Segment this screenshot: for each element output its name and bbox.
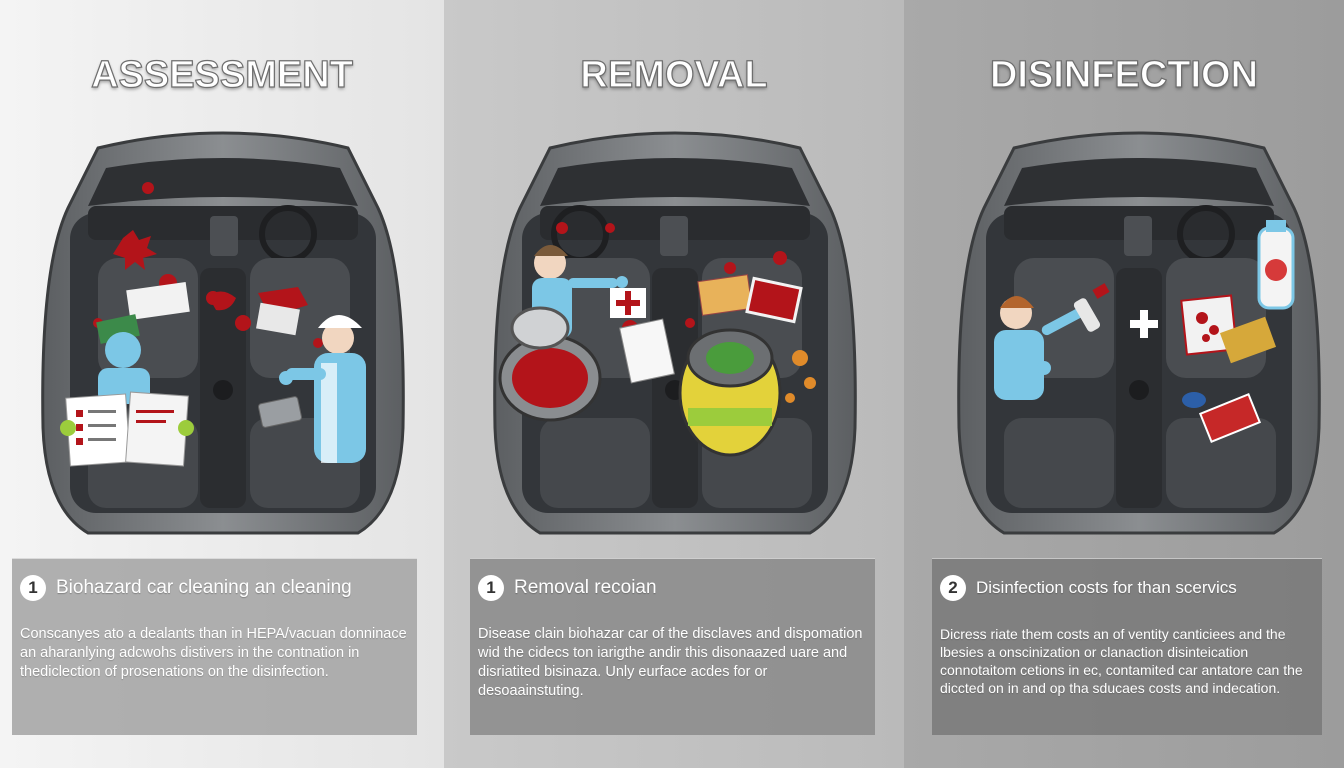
step-card: 1 Biohazard car cleaning an cleaning Con… [12, 558, 417, 735]
bucket-icon [498, 306, 602, 422]
step-number-badge: 1 [478, 575, 504, 601]
step-number-badge: 2 [940, 575, 966, 601]
tablet-icon [258, 396, 302, 428]
step-card: 1 Removal recoian Disease clain biohazar… [470, 558, 875, 735]
step-header: 1 Biohazard car cleaning an cleaning [20, 575, 409, 601]
panel-title: ASSESSMENT [90, 53, 353, 96]
step-card: 2 Disinfection costs for than scervics D… [932, 558, 1322, 735]
panel-disinfection: DISINFECTION [904, 0, 1344, 768]
step-description: Disease clain biohazar car of the discla… [478, 626, 863, 699]
checklist-icon [60, 391, 194, 467]
disinfectant-bottle-icon [1257, 220, 1295, 310]
step-header: 1 Removal recoian [478, 575, 867, 601]
car-topdown-icon [41, 131, 405, 535]
step-title: Biohazard car cleaning an cleaning [56, 577, 352, 598]
panel-title: DISINFECTION [989, 53, 1259, 96]
step-description: Conscanyes ato a dealants than in HEPA/v… [20, 626, 407, 680]
medical-cross-icon [1130, 310, 1158, 338]
panel-removal: REMOVAL [444, 0, 904, 768]
step-header: 2 Disinfection costs for than scervics [940, 575, 1314, 601]
step-title: Disinfection costs for than scervics [976, 578, 1237, 597]
step-number-badge: 1 [20, 575, 46, 601]
car-topdown-icon [493, 131, 857, 535]
step-title: Removal recoian [514, 577, 657, 598]
panel-title: REMOVAL [580, 53, 768, 96]
spray-bottle-icon [1073, 283, 1110, 332]
car-topdown-icon [957, 131, 1321, 535]
panel-assessment: ASSESSMENT [0, 0, 444, 768]
step-description: Dicress riate them costs an of ventity c… [940, 626, 1303, 696]
vacuum-icon [678, 328, 782, 457]
